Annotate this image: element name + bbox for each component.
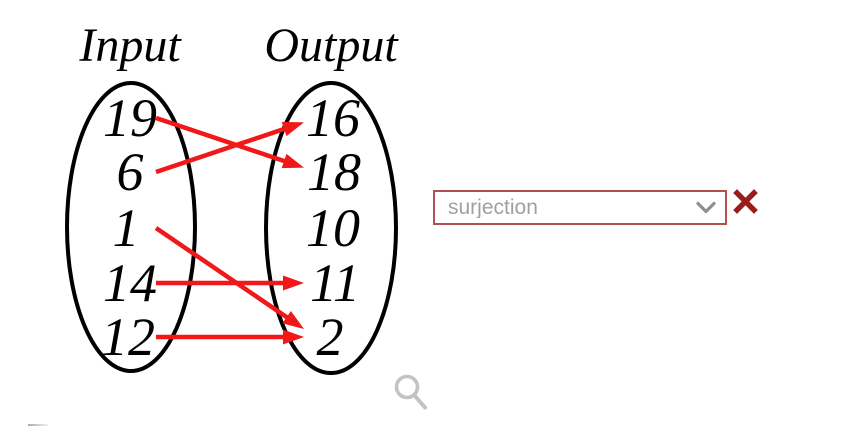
- output-value: 10: [306, 198, 360, 258]
- output-set-ellipse: [264, 81, 398, 375]
- output-value: 2: [317, 307, 344, 367]
- cropped-element-fragment: [28, 424, 48, 426]
- relation-type-select[interactable]: surjection: [433, 190, 727, 225]
- chevron-down-icon: [696, 201, 716, 213]
- mapping-arrow: [155, 121, 304, 175]
- zoom-icon[interactable]: [394, 374, 427, 410]
- input-set-ellipse: [65, 81, 197, 373]
- mapping-arrow: [154, 226, 304, 329]
- input-values: 19 6 1 14 12: [101, 88, 157, 367]
- output-values: 16 18 10 11 2: [306, 88, 361, 367]
- output-set-label: Output: [264, 19, 399, 72]
- incorrect-x-icon: [733, 189, 758, 214]
- input-value: 1: [113, 198, 140, 258]
- output-value: 18: [307, 142, 361, 202]
- input-value: 14: [103, 253, 157, 313]
- selected-option-label: surjection: [448, 197, 538, 218]
- output-value: 11: [310, 253, 360, 313]
- mapping-arrow: [155, 115, 304, 169]
- function-mapping-diagram: Input Output 19 6 1 14 12 16 18 10 11 2: [65, 19, 427, 410]
- mapping-arrow: [156, 329, 304, 345]
- mapping-arrows: [154, 115, 304, 345]
- input-value: 19: [103, 88, 157, 148]
- mapping-arrow: [156, 275, 304, 291]
- output-value: 16: [306, 88, 360, 148]
- input-value: 12: [101, 307, 155, 367]
- input-set-label: Input: [78, 19, 182, 72]
- input-value: 6: [117, 142, 144, 202]
